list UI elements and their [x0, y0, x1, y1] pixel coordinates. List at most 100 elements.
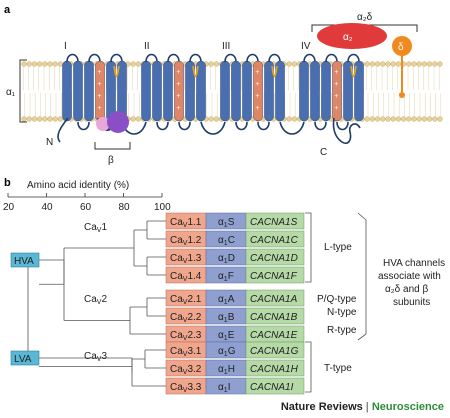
axis-tick-label: 20 [3, 202, 15, 213]
transmembrane-helix [299, 60, 309, 122]
alpha1-subunit-name: α1D [218, 253, 235, 265]
lipid-head-outer [416, 61, 422, 67]
lipid-head-inner [286, 116, 292, 122]
alpha2-subunit [317, 23, 387, 49]
lipid-head-outer [21, 61, 27, 67]
loop [325, 53, 338, 63]
gene-name: CACNA1H [250, 364, 299, 375]
lipid-head-inner [364, 116, 370, 122]
tree-branch [39, 283, 132, 367]
lipid-head-inner [208, 116, 214, 122]
charge-mark: + [255, 69, 259, 76]
transmembrane-helix [196, 60, 206, 122]
tree-branch [39, 357, 133, 373]
journal-credit: Nature Reviews|Neuroscience [0, 401, 444, 413]
journal-name: Nature Reviews [280, 401, 363, 413]
lva-label: LVA [14, 354, 32, 365]
lipid-head-outer [437, 61, 443, 67]
cav3-label: CaV3 [84, 351, 107, 363]
loop [110, 53, 123, 63]
lipid-head-inner [411, 116, 417, 122]
lipid-head-inner [406, 116, 412, 122]
gene-name: CACNA1I [250, 382, 294, 393]
lipid-head-inner [401, 116, 407, 122]
loop [303, 53, 316, 63]
cav2-label: CaV2 [84, 294, 107, 306]
lipid-head-inner [369, 116, 376, 122]
alpha1-subunit-name: α1C [218, 235, 235, 247]
transmembrane-helix [141, 60, 151, 122]
tree-branch [63, 247, 134, 321]
lipid-head-outer [47, 61, 53, 67]
alpha2-label: α₂ [343, 32, 353, 43]
pore-loop [113, 65, 120, 78]
lipid-head-inner [36, 116, 43, 122]
hva-note-line-1: HVA channels [383, 258, 445, 269]
charge-mark: + [255, 93, 259, 100]
lipid-head-inner [130, 116, 136, 122]
lipid-head-inner [390, 116, 396, 122]
loop [88, 53, 101, 63]
charge-mark: + [97, 81, 101, 88]
transmembrane-helix [310, 60, 320, 122]
r-type-label: R-type [327, 325, 357, 336]
lipid-head-outer [130, 61, 136, 67]
gene-box [245, 289, 305, 307]
tree-branch [146, 256, 166, 276]
lipid-head-outer [406, 61, 412, 67]
axis-tick-label: 60 [80, 202, 92, 213]
loop [246, 53, 259, 63]
gene-box [245, 307, 305, 325]
transmembrane-helix [242, 60, 252, 122]
domain-label-4: IV [301, 41, 311, 52]
n-terminus-label: N [46, 137, 53, 148]
loop [145, 53, 158, 63]
lipid-head-outer [135, 61, 142, 67]
loop [189, 53, 202, 63]
gene-name: CACNA1S [250, 217, 298, 228]
s4-voltage-sensor-helix [174, 60, 184, 122]
loop [268, 53, 281, 63]
hva-note-line-2: associate with [378, 271, 441, 282]
lva-box [10, 350, 40, 366]
domain-linker [279, 121, 305, 135]
lipid-head-inner [213, 116, 220, 122]
lipid-head-outer [36, 61, 43, 67]
charge-mark: + [255, 105, 259, 112]
tree-branch [133, 229, 147, 267]
t-type-label: T-type [324, 363, 352, 374]
transmembrane-helix [84, 60, 94, 122]
transmembrane-helix [163, 60, 173, 122]
gene-name: CACNA1G [250, 346, 299, 357]
lipid-head-inner [42, 116, 48, 122]
gene-box [245, 212, 305, 230]
charge-mark: + [334, 105, 338, 112]
alpha1-subunit-name: α1B [218, 312, 235, 324]
lipid-head-inner [291, 116, 298, 122]
charge-mark: + [97, 105, 101, 112]
cav-name: CaV1.4 [170, 271, 202, 283]
tree-branch [129, 306, 166, 335]
alpha1-label: α₁ [6, 87, 16, 98]
pq-type-label: P/Q-type [317, 294, 357, 305]
gene-name: CACNA1D [250, 253, 298, 264]
lipid-head-outer [31, 61, 38, 67]
s4-voltage-sensor-helix [253, 60, 263, 122]
loop [77, 121, 90, 131]
lipid-head-outer [26, 61, 32, 67]
gene-box [245, 248, 305, 266]
transmembrane-helix [275, 60, 285, 122]
journal-section: Neuroscience [371, 401, 444, 413]
loop [235, 121, 248, 131]
gene-box [245, 377, 305, 395]
transmembrane-helix [152, 60, 162, 122]
cav-name: CaV2.3 [170, 330, 202, 342]
gene-name: CACNA1B [250, 312, 298, 323]
credit-separator: | [365, 401, 369, 413]
hva-box [10, 252, 40, 268]
cav-name: CaV1.2 [170, 235, 202, 247]
lipid-head-inner [432, 116, 438, 122]
gene-box [245, 266, 305, 284]
lipid-head-outer [390, 61, 396, 67]
